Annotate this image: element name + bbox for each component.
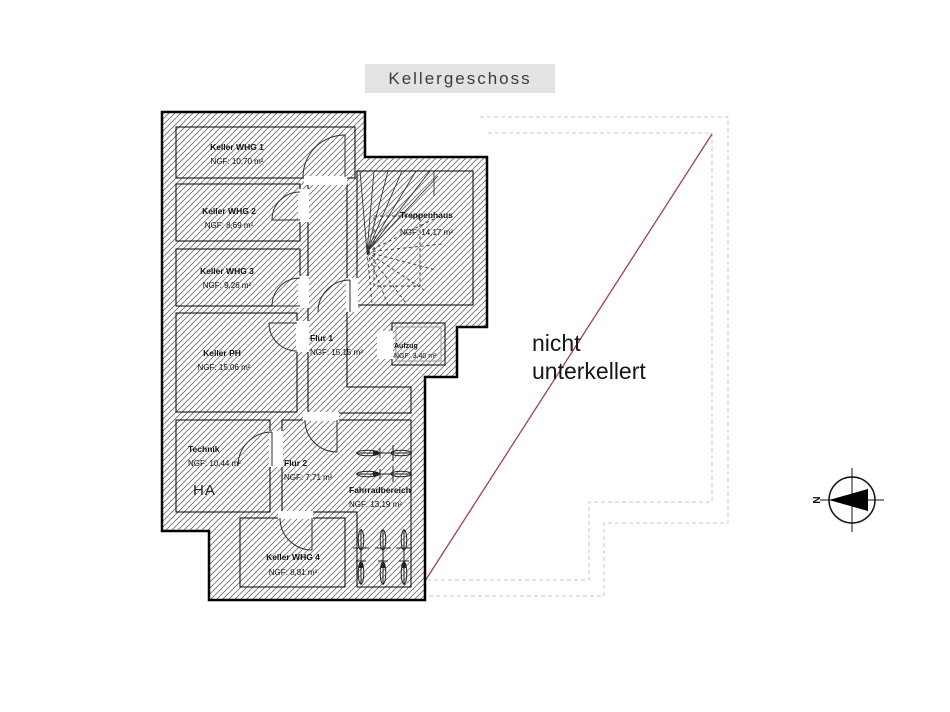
north-arrow-icon: N bbox=[812, 468, 884, 532]
elevator-car-outline bbox=[395, 326, 442, 362]
room-label: Flur 1 bbox=[310, 333, 333, 343]
doors bbox=[237, 134, 351, 551]
room-area-label: NGF: 10,70 m² bbox=[211, 157, 264, 166]
door-opening bbox=[303, 412, 339, 421]
door-arc-technik bbox=[237, 431, 273, 467]
door-arc-flur2 bbox=[304, 419, 338, 453]
room-labels: Keller WHG 1 NGF: 10,70 m² Keller WHG 2 … bbox=[188, 142, 453, 577]
room-area-label: NGF: 15,15 m² bbox=[310, 348, 363, 357]
unexcavated-outline-outer bbox=[426, 116, 729, 597]
building-outer-wall bbox=[160, 110, 489, 602]
door-arc-whg2 bbox=[271, 191, 301, 221]
door-opening bbox=[377, 331, 393, 359]
room-label: Fahrradbereich bbox=[349, 485, 411, 495]
door-opening bbox=[298, 276, 309, 308]
room-treppenhaus bbox=[356, 170, 474, 306]
unexcavated-outline-inner bbox=[427, 132, 713, 581]
room-keller-whg-1 bbox=[175, 126, 356, 179]
room-label: Keller WHG 2 bbox=[202, 206, 256, 216]
door-arc-ph bbox=[268, 322, 298, 352]
door-arc-whg3 bbox=[271, 277, 301, 307]
room-label: Keller WHG 3 bbox=[200, 266, 254, 276]
room-label: Keller WHG 4 bbox=[266, 552, 320, 562]
unexcavated-diagonal-line bbox=[424, 133, 713, 582]
door-arc-whg1 bbox=[302, 134, 346, 178]
room-area-label: NGF: 13,19 m² bbox=[349, 500, 402, 509]
unexcavated-area-outline: nicht unterkellert bbox=[424, 116, 729, 597]
room-label: Keller PH bbox=[203, 348, 241, 358]
room-area-label: NGF: 7,71 m² bbox=[284, 473, 333, 482]
north-label: N bbox=[812, 496, 823, 503]
door-opening bbox=[269, 431, 283, 467]
door-opening bbox=[296, 321, 309, 352]
door-opening bbox=[346, 278, 358, 312]
room-area-label: NGF: 15,06 m² bbox=[198, 363, 251, 372]
door-arc-whg4 bbox=[279, 517, 313, 551]
room-area-label: NGF: 14,17 m² bbox=[400, 228, 453, 237]
room-label: Technik bbox=[188, 444, 220, 454]
room-area-label: NGF: 9,26 m² bbox=[203, 281, 252, 290]
door-opening bbox=[304, 176, 347, 185]
nicht-unterkellert-label-line2: unterkellert bbox=[532, 358, 646, 384]
room-label: Keller WHG 1 bbox=[210, 142, 264, 152]
room-label: Aufzug bbox=[394, 343, 418, 350]
room-label: Treppenhaus bbox=[400, 210, 453, 220]
door-arc-treppenhaus bbox=[317, 279, 351, 313]
staircase-icon bbox=[359, 170, 443, 306]
page-title: Kellergeschoss bbox=[365, 64, 555, 93]
ha-label: HA bbox=[193, 482, 216, 499]
nicht-unterkellert-label-line1: nicht bbox=[532, 330, 581, 356]
room-area-label: NGF: 8,69 m² bbox=[205, 221, 254, 230]
room-label: Flur 2 bbox=[284, 458, 307, 468]
room-area-label: NGF: 8,81 m² bbox=[269, 568, 318, 577]
door-opening bbox=[278, 511, 313, 519]
room-area-label: NGF: 3,40 m² bbox=[394, 353, 437, 360]
room-area-label: NGF: 10,44 m² bbox=[188, 459, 241, 468]
room-keller-ph bbox=[175, 312, 298, 413]
door-opening bbox=[298, 189, 309, 222]
